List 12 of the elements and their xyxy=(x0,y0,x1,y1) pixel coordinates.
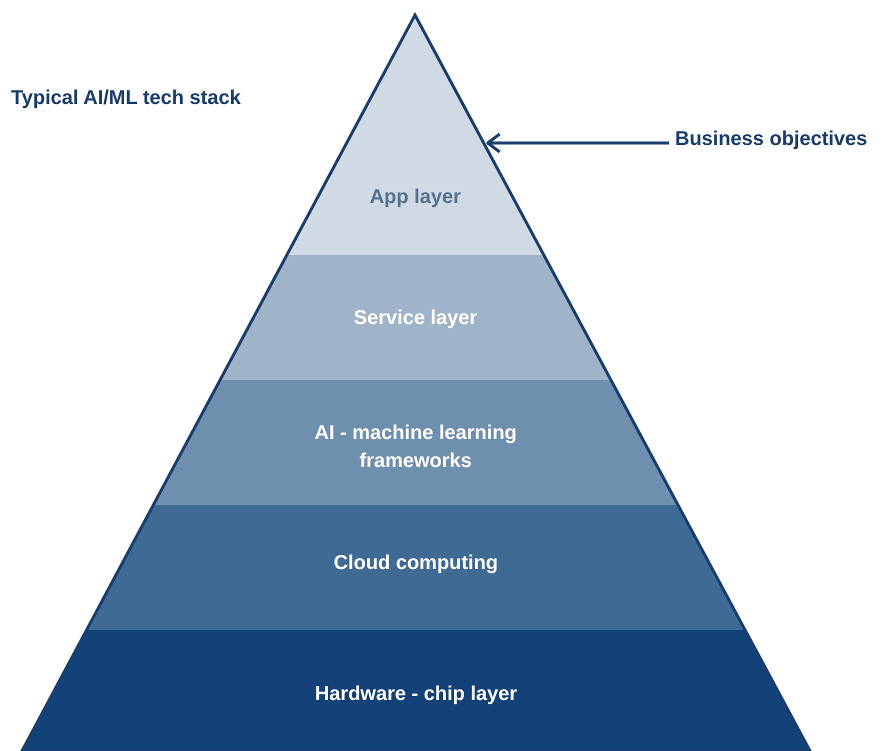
side-label: Business objectives xyxy=(675,128,868,151)
diagram-title: Typical AI/ML tech stack xyxy=(11,87,241,110)
tier-label: Cloud computing xyxy=(334,551,498,576)
tier-label: AI - machine learning frameworks xyxy=(314,421,518,474)
pyramid-tier xyxy=(220,255,611,380)
tier-label: Service layer xyxy=(354,306,478,331)
tier-label: Hardware - chip layer xyxy=(314,682,518,707)
pyramid-tier xyxy=(22,630,810,751)
tier-label: App layer xyxy=(370,185,461,210)
arrow xyxy=(486,132,669,154)
pyramid-tier xyxy=(153,380,678,505)
pyramid-tier xyxy=(86,505,746,630)
